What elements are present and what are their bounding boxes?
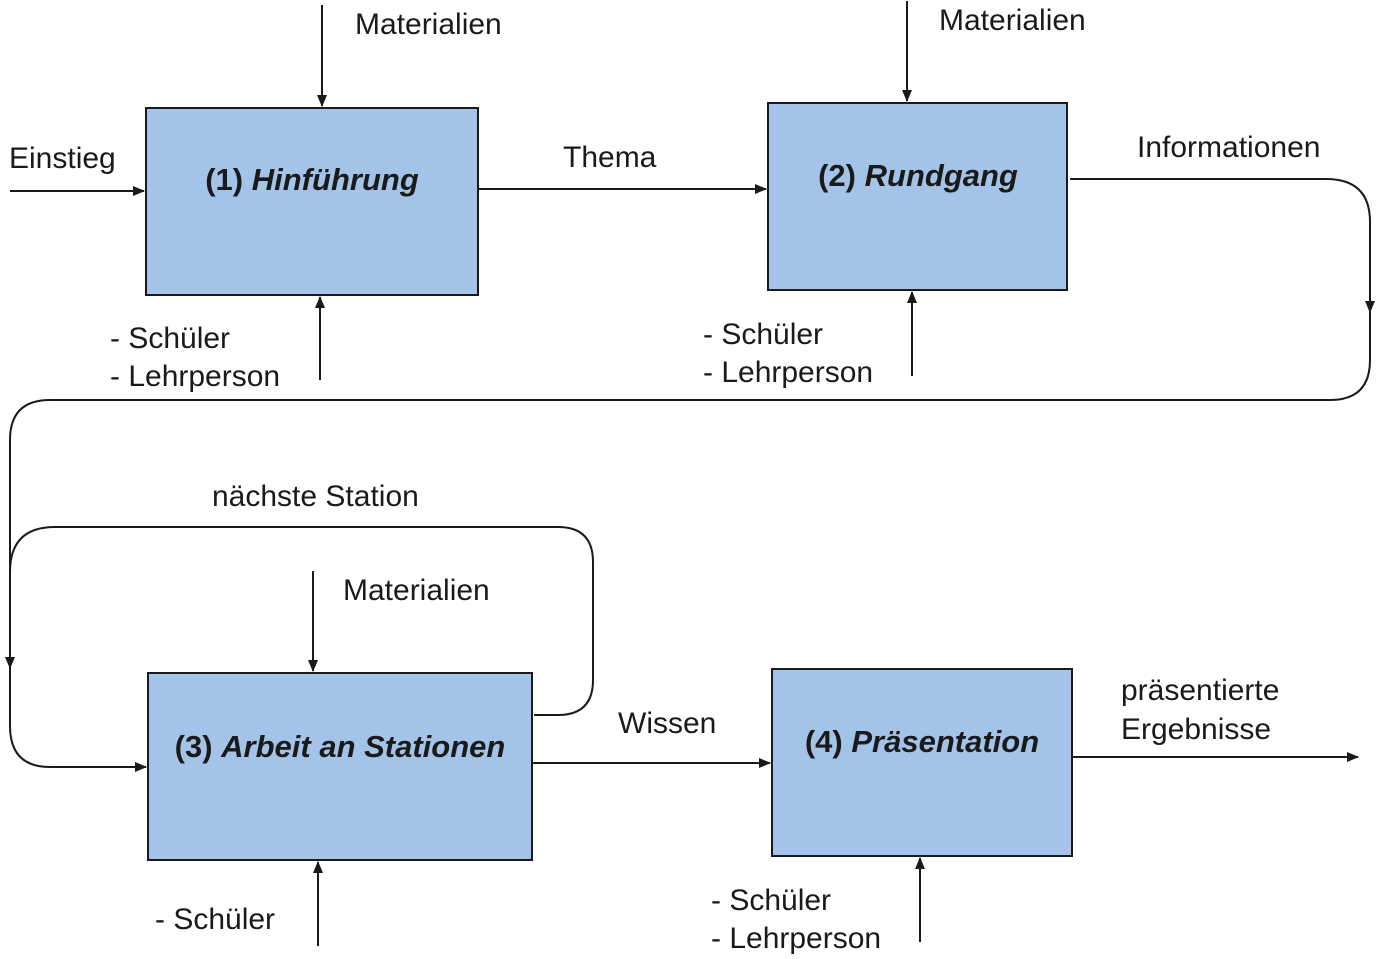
- label-praesentierte: präsentierte: [1121, 674, 1279, 707]
- box-title-2: (2) Rundgang: [818, 158, 1018, 193]
- box-arbeit-an-stationen: [147, 672, 533, 861]
- box-title-4: (4) Präsentation: [805, 724, 1039, 759]
- label-schueler-1: - Schüler: [110, 322, 230, 355]
- box-hinfuehrung: [145, 107, 479, 296]
- box-title-3: (3) Arbeit an Stationen: [175, 729, 506, 764]
- label-lehrperson-1: - Lehrperson: [110, 360, 280, 393]
- connector-to-stationen: [9, 312, 1371, 772]
- loop-naechste-station: [9, 526, 594, 716]
- label-schueler-3: - Schüler: [155, 903, 275, 936]
- label-lehrperson-4: - Lehrperson: [711, 922, 881, 955]
- box-rundgang: [767, 102, 1068, 291]
- label-schueler-4: - Schüler: [711, 884, 831, 917]
- box-praesentation: [771, 668, 1073, 857]
- label-wissen: Wissen: [618, 707, 716, 740]
- arrow-informationen: [1070, 178, 1375, 313]
- label-materialien-3: Materialien: [343, 574, 490, 607]
- label-materialien-1: Materialien: [355, 8, 502, 41]
- label-materialien-2: Materialien: [939, 4, 1086, 37]
- label-lehrperson-2: - Lehrperson: [703, 356, 873, 389]
- label-naechste-station: nächste Station: [212, 480, 419, 513]
- label-einstieg: Einstieg: [9, 142, 116, 175]
- label-informationen: Informationen: [1137, 131, 1320, 164]
- box-title-1: (1) Hinführung: [205, 162, 419, 197]
- label-ergebnisse: Ergebnisse: [1121, 713, 1271, 746]
- label-thema: Thema: [563, 141, 657, 174]
- label-schueler-2: - Schüler: [703, 318, 823, 351]
